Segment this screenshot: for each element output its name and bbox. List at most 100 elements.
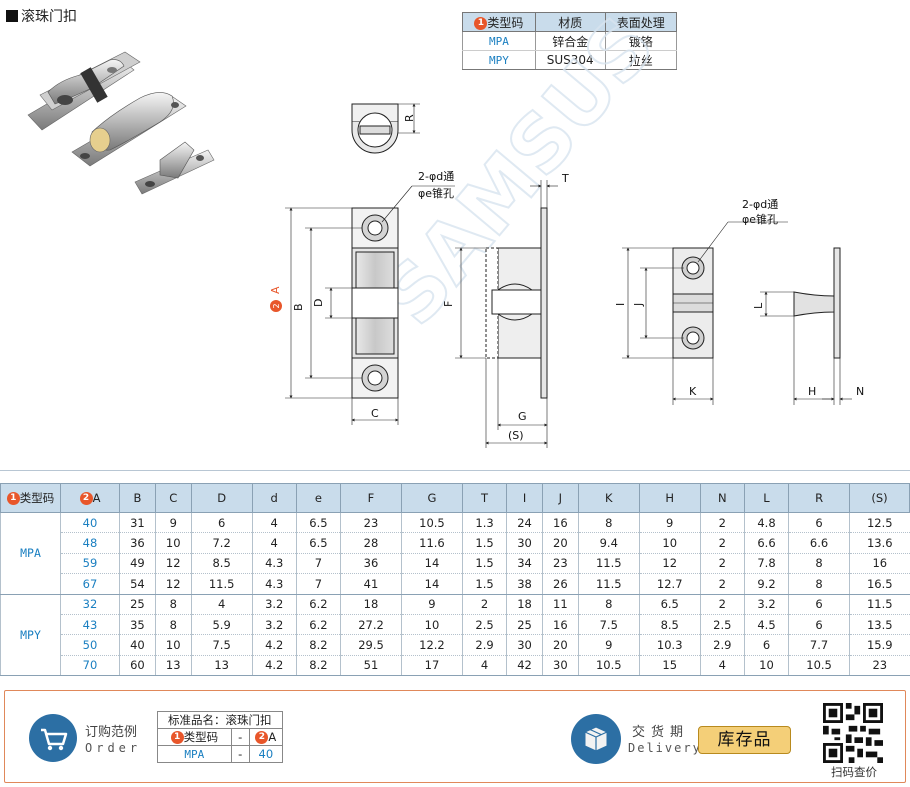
- spec-header-K: K: [577, 483, 640, 513]
- type-code-cell: MPY: [0, 594, 61, 677]
- table-cell: 7.2: [190, 532, 253, 554]
- table-cell: 20: [541, 634, 579, 656]
- table-cell: 12.5: [849, 512, 910, 534]
- delivery-title: 交货期: [632, 725, 690, 740]
- dim-G: G: [518, 410, 527, 423]
- table-cell: 4: [251, 532, 297, 554]
- table-cell: 1.5: [461, 573, 507, 595]
- table-cell: 16: [541, 512, 579, 534]
- table-cell: 17: [400, 655, 463, 677]
- table-cell: 5.9: [190, 614, 253, 636]
- order-val-a: 40: [248, 745, 284, 763]
- order-product-name: 标准品名：滚珠门扣: [157, 711, 283, 729]
- table-cell: 31: [119, 512, 156, 534]
- side-view: [485, 207, 548, 399]
- table-cell: 32: [60, 594, 120, 615]
- table-cell: 60: [119, 655, 156, 677]
- table-cell: 9: [154, 512, 192, 534]
- table-cell: 11.5: [849, 594, 910, 615]
- table-cell: 1.5: [461, 532, 507, 554]
- dim-C: C: [371, 407, 379, 420]
- table-cell: 10: [154, 532, 192, 554]
- table-cell: 9: [577, 634, 640, 656]
- table-cell: 1.5: [461, 553, 507, 575]
- table-cell: 11.5: [577, 553, 640, 575]
- spec-header-F: F: [340, 483, 402, 513]
- shopping-cart-icon: [29, 714, 77, 762]
- table-cell: 6: [788, 614, 850, 636]
- table-cell: 15: [638, 655, 701, 677]
- table-cell: 4: [251, 512, 297, 534]
- dim-J: J: [632, 303, 645, 307]
- table-cell: 11: [541, 594, 579, 615]
- table-cell: 4.3: [251, 553, 297, 575]
- table-cell: 41: [340, 573, 402, 595]
- table-cell: 8.2: [295, 634, 341, 656]
- product-photo: [27, 51, 215, 195]
- table-cell: 7.5: [190, 634, 253, 656]
- type-code-cell: MPA: [0, 512, 61, 595]
- table-cell: 6: [788, 512, 850, 534]
- table-cell: 10: [400, 614, 463, 636]
- qr-code-icon[interactable]: [823, 703, 883, 763]
- table-cell: 23: [340, 512, 402, 534]
- dim-A: A: [269, 286, 282, 294]
- dim-B: B: [292, 303, 305, 311]
- table-cell: 3.2: [743, 594, 789, 615]
- table-cell: 67: [60, 573, 120, 595]
- num-badge-2-marker: [270, 300, 282, 312]
- table-cell: 1.3: [461, 512, 507, 534]
- order-col-dash: -: [230, 728, 250, 746]
- hole-note-2: φe锥孔: [418, 187, 454, 200]
- table-cell: 12: [638, 553, 701, 575]
- table-cell: 4: [699, 655, 745, 677]
- table-cell: 13: [190, 655, 253, 677]
- table-cell: 20: [541, 532, 579, 554]
- dim-T: T: [561, 172, 569, 185]
- title-square-icon: [6, 10, 18, 22]
- order-val-type: MPA: [157, 745, 232, 763]
- table-cell: 9: [638, 512, 701, 534]
- table-cell: 14: [400, 573, 463, 595]
- table-cell: 10: [638, 532, 701, 554]
- table-cell: 4.3: [251, 573, 297, 595]
- table-cell: 4.2: [251, 634, 297, 656]
- table-cell: 2: [699, 553, 745, 575]
- table-cell: 40: [60, 512, 120, 534]
- table-cell: 2: [461, 594, 507, 615]
- hole-note-4: φe锥孔: [742, 213, 778, 226]
- table-cell: 29.5: [340, 634, 402, 656]
- material-header-finish: 表面处理: [604, 12, 678, 32]
- table-cell: 2.9: [699, 634, 745, 656]
- table-cell: 11.6: [400, 532, 463, 554]
- table-cell: 4.8: [743, 512, 789, 534]
- strike-side-view: [793, 247, 841, 359]
- num-badge-1: 1: [474, 16, 488, 30]
- material-row: MPY SUS304 拉丝: [462, 50, 678, 70]
- table-cell: 12: [154, 553, 192, 575]
- table-cell: 6.6: [743, 532, 789, 554]
- table-cell: 12: [154, 573, 192, 595]
- table-cell: 10.3: [638, 634, 701, 656]
- table-cell: 23: [849, 655, 910, 677]
- table-cell: 7.7: [788, 634, 850, 656]
- table-cell: 8: [788, 573, 850, 595]
- table-cell: 16: [849, 553, 910, 575]
- table-cell: 8: [154, 614, 192, 636]
- qr-label: 扫码查价: [831, 765, 877, 779]
- table-cell: 34: [506, 553, 543, 575]
- table-cell: 6.2: [295, 614, 341, 636]
- delivery-subtitle: Delivery: [628, 741, 702, 755]
- table-cell: 30: [541, 655, 579, 677]
- table-cell: 59: [60, 553, 120, 575]
- dim-S: (S): [508, 429, 524, 442]
- spec-header-d: d: [251, 483, 297, 513]
